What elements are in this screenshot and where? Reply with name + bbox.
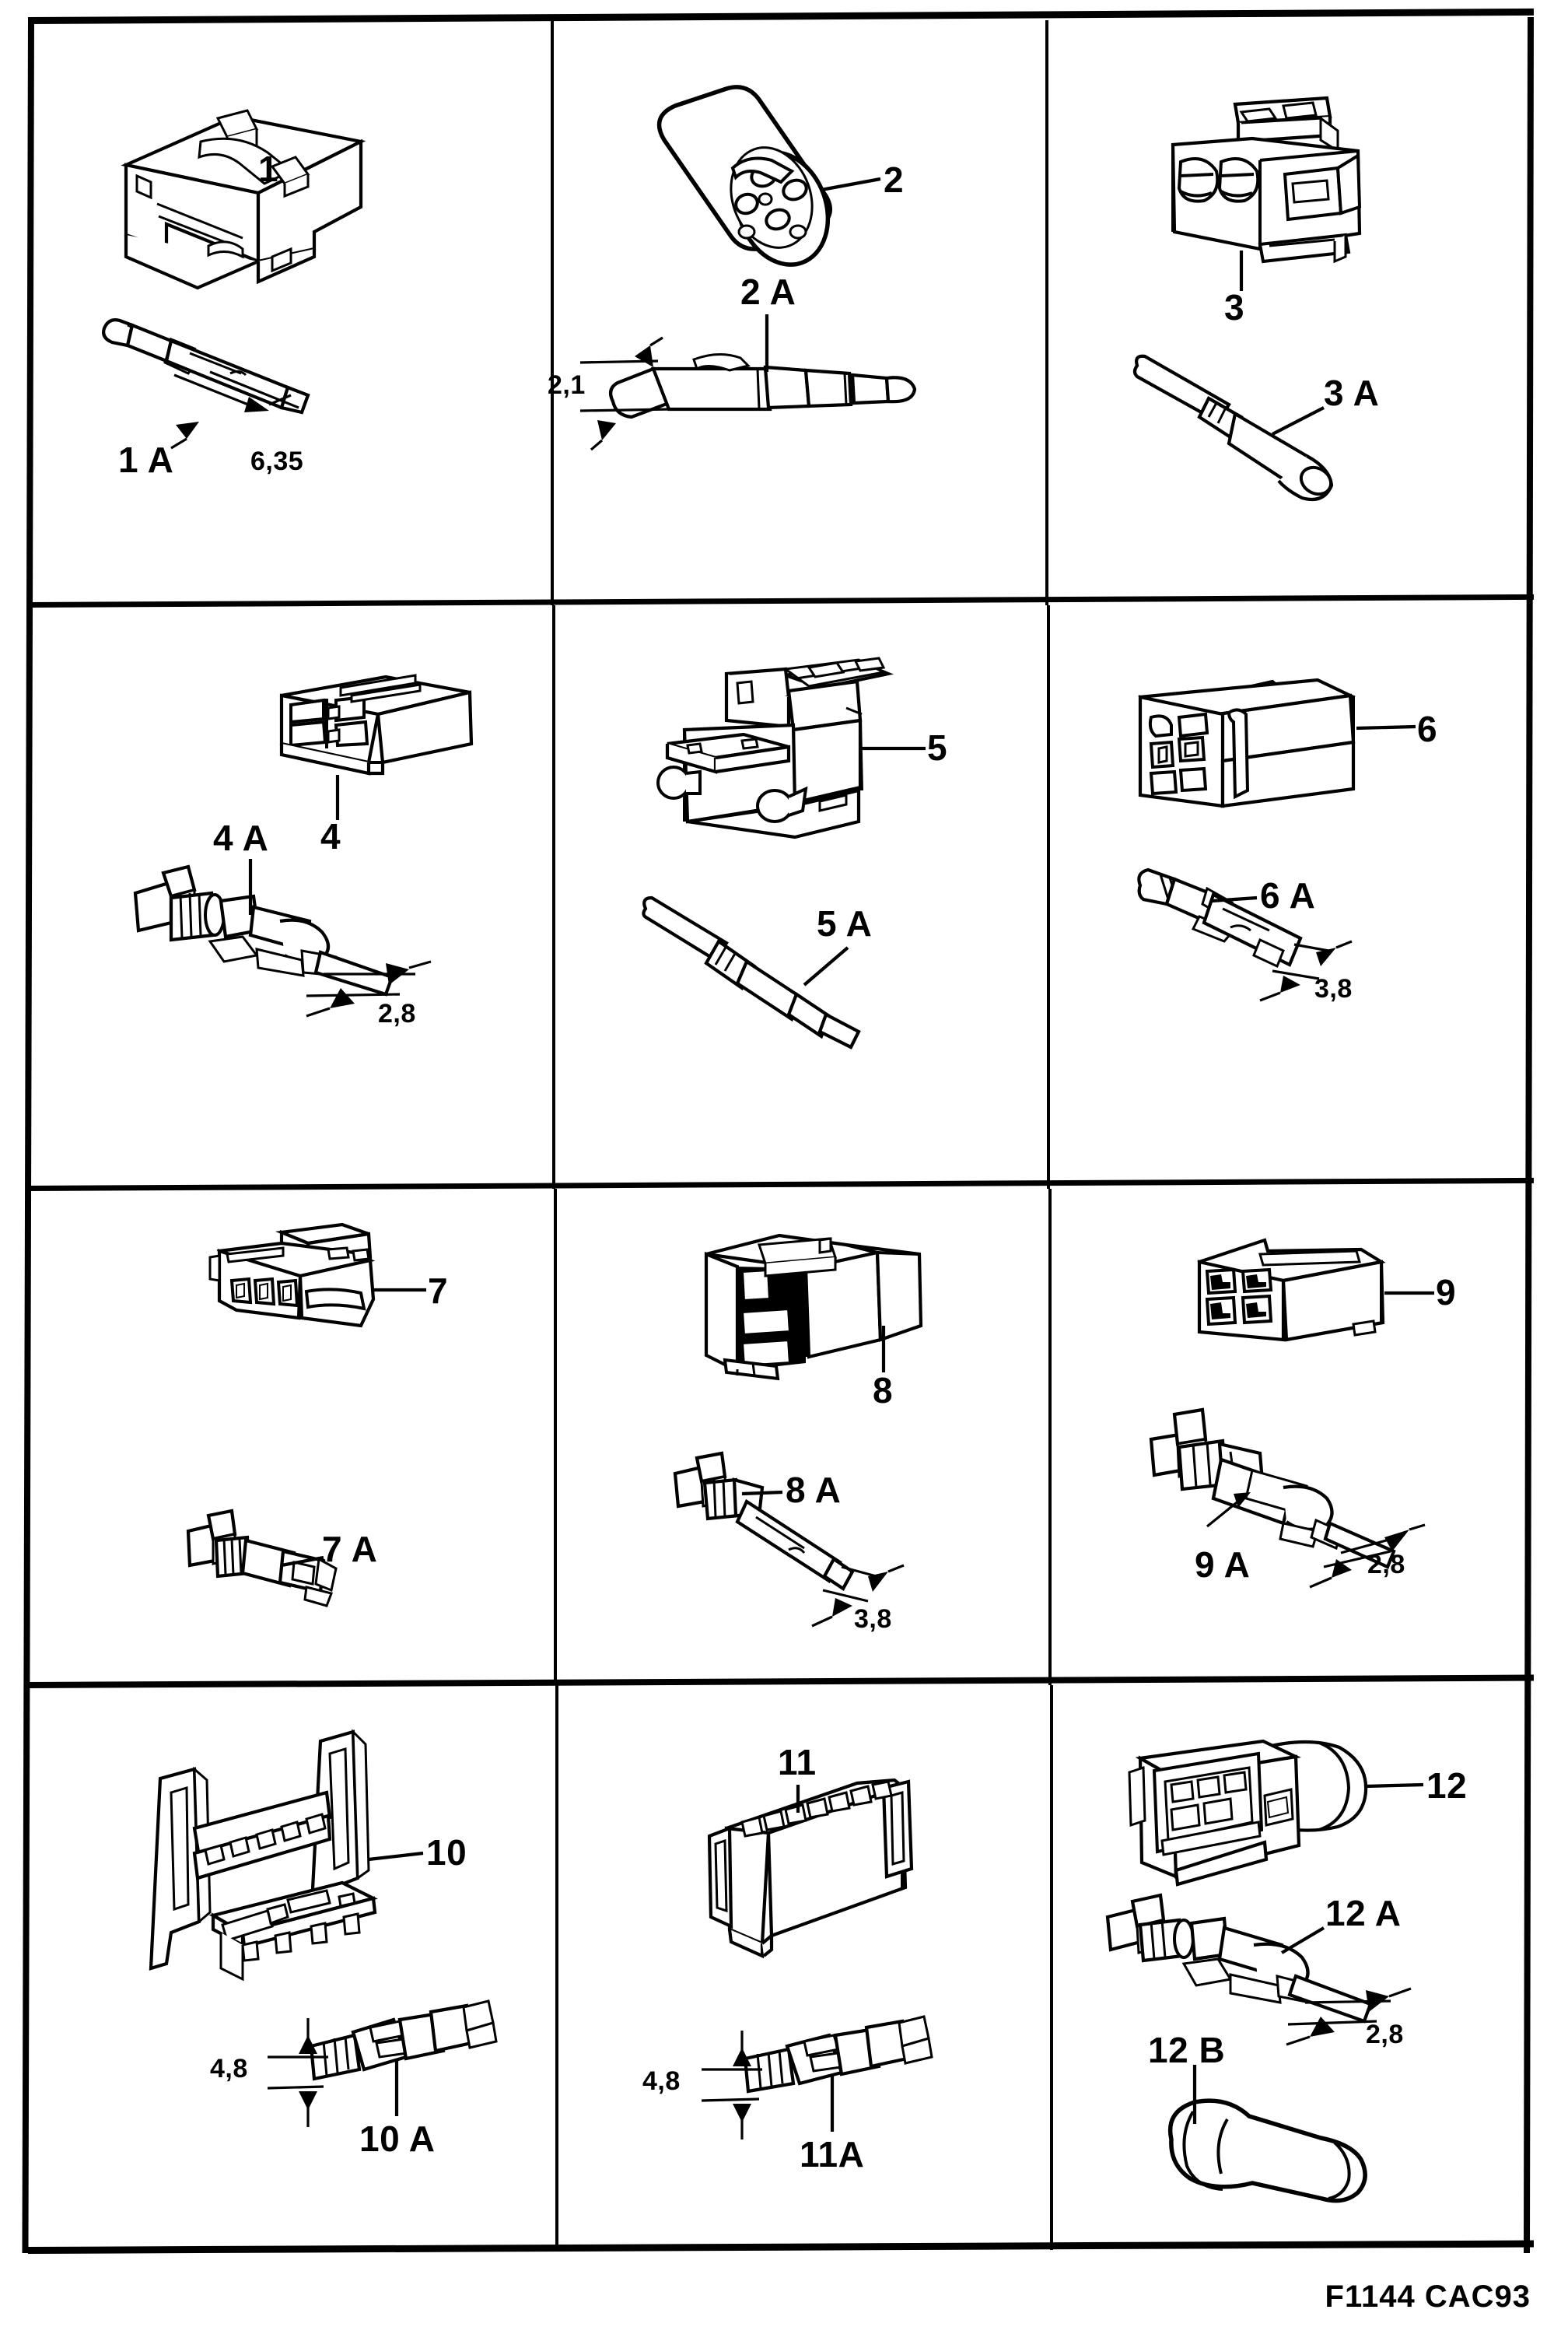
column-divider-row1-right bbox=[1045, 20, 1048, 605]
column-divider-row2-right bbox=[1047, 605, 1050, 1189]
figure-code: F1144 CAC93 bbox=[1325, 2280, 1531, 2314]
connector-label-6: 6 bbox=[1417, 709, 1438, 749]
connector-5-drawing bbox=[642, 657, 926, 1050]
frame-left-border bbox=[22, 16, 34, 2254]
terminal-label-10a: 10 A bbox=[359, 2118, 436, 2159]
cell-6: 6 6 A 3,8 bbox=[1027, 596, 1529, 1169]
dimension-label-10a: 4,8 bbox=[210, 2054, 248, 2083]
frame-top-border bbox=[27, 8, 1534, 24]
frame-bottom-border bbox=[27, 2240, 1535, 2254]
column-divider-row1-left bbox=[551, 20, 554, 605]
column-divider-row3-right bbox=[1048, 1189, 1052, 1685]
connector-label-9: 9 bbox=[1436, 1272, 1457, 1312]
cell-8: 8 8 A 3,8 bbox=[532, 1179, 1017, 1665]
dimension-label-9a: 2,8 bbox=[1367, 1550, 1405, 1579]
connector-3-drawing bbox=[1132, 96, 1362, 502]
terminal-label-9a: 9 A bbox=[1195, 1544, 1251, 1585]
diagram-grid bbox=[22, 8, 1535, 2254]
cell-11: 11 11A 4,8 bbox=[537, 1676, 1024, 2233]
terminal-label-4a: 4 A bbox=[213, 818, 269, 858]
connector-6-drawing bbox=[1137, 678, 1416, 1002]
terminal-label-8a: 8 A bbox=[786, 1470, 842, 1510]
dimension-label-8a: 3,8 bbox=[854, 1604, 892, 1634]
terminal-label-5a: 5 A bbox=[817, 903, 873, 944]
terminal-label-7a: 7 A bbox=[322, 1529, 378, 1569]
cell-7: 7 7 A bbox=[34, 1179, 526, 1665]
cell-2: 2 2 A 2,1 bbox=[532, 23, 1014, 585]
dimension-label-1a: 6,35 bbox=[250, 447, 304, 476]
connector-label-12: 12 bbox=[1426, 1765, 1468, 1806]
connector-9-drawing bbox=[1149, 1238, 1434, 1589]
connector-10-drawing bbox=[149, 1729, 498, 2127]
connector-12-drawing bbox=[1105, 1739, 1424, 2203]
connector-7-drawing bbox=[186, 1222, 426, 1607]
cell-10: 10 10 A 4,8 bbox=[34, 1676, 529, 2233]
connector-1-drawing bbox=[102, 109, 366, 450]
cell-5: 5 5 A bbox=[532, 596, 1014, 1169]
cell-4: 4 4 A 2,8 bbox=[34, 596, 523, 1169]
secondary-label-12b: 12 B bbox=[1148, 2030, 1226, 2070]
column-divider-row4-left bbox=[555, 1685, 558, 2250]
column-divider-row2-left bbox=[552, 605, 555, 1189]
terminal-label-2a: 2 A bbox=[740, 272, 796, 312]
cell-3: 3 3 A bbox=[1027, 23, 1529, 585]
dimension-label-4a: 2,8 bbox=[378, 999, 416, 1029]
cell-12: 12 12 A 2,8 12 B bbox=[1031, 1676, 1529, 2233]
cell-9: 9 9 A 2,8 bbox=[1027, 1179, 1529, 1665]
connector-label-3: 3 bbox=[1224, 287, 1245, 328]
terminal-label-11a: 11A bbox=[800, 2134, 865, 2175]
terminal-label-3a: 3 A bbox=[1324, 373, 1380, 413]
connector-label-5: 5 bbox=[927, 727, 948, 768]
terminal-label-1a: 1 A bbox=[118, 440, 174, 480]
connector-8-drawing bbox=[673, 1233, 923, 1628]
cell-1: 1 1 A 6,35 bbox=[34, 23, 523, 585]
dimension-label-12a: 2,8 bbox=[1366, 2020, 1404, 2049]
dimension-label-6a: 3,8 bbox=[1314, 974, 1353, 1004]
column-divider-row4-right bbox=[1050, 1685, 1053, 2250]
connector-2-drawing bbox=[579, 85, 917, 451]
terminal-label-12a: 12 A bbox=[1325, 1893, 1402, 1933]
connector-11-drawing bbox=[701, 1778, 933, 2139]
dimension-label-11a: 4,8 bbox=[642, 2066, 681, 2096]
column-divider-row3-left bbox=[554, 1189, 557, 1685]
connector-label-4: 4 bbox=[320, 816, 341, 857]
terminal-label-6a: 6 A bbox=[1260, 875, 1316, 916]
dimension-label-2a: 2,1 bbox=[548, 370, 586, 400]
connector-label-10: 10 bbox=[426, 1832, 467, 1873]
connector-label-1: 1 bbox=[258, 149, 279, 189]
connector-label-8: 8 bbox=[873, 1370, 894, 1411]
connector-4-drawing bbox=[133, 674, 474, 1018]
connector-label-11: 11 bbox=[778, 1742, 817, 1782]
connector-label-7: 7 bbox=[428, 1270, 449, 1311]
connector-label-2: 2 bbox=[884, 159, 905, 200]
